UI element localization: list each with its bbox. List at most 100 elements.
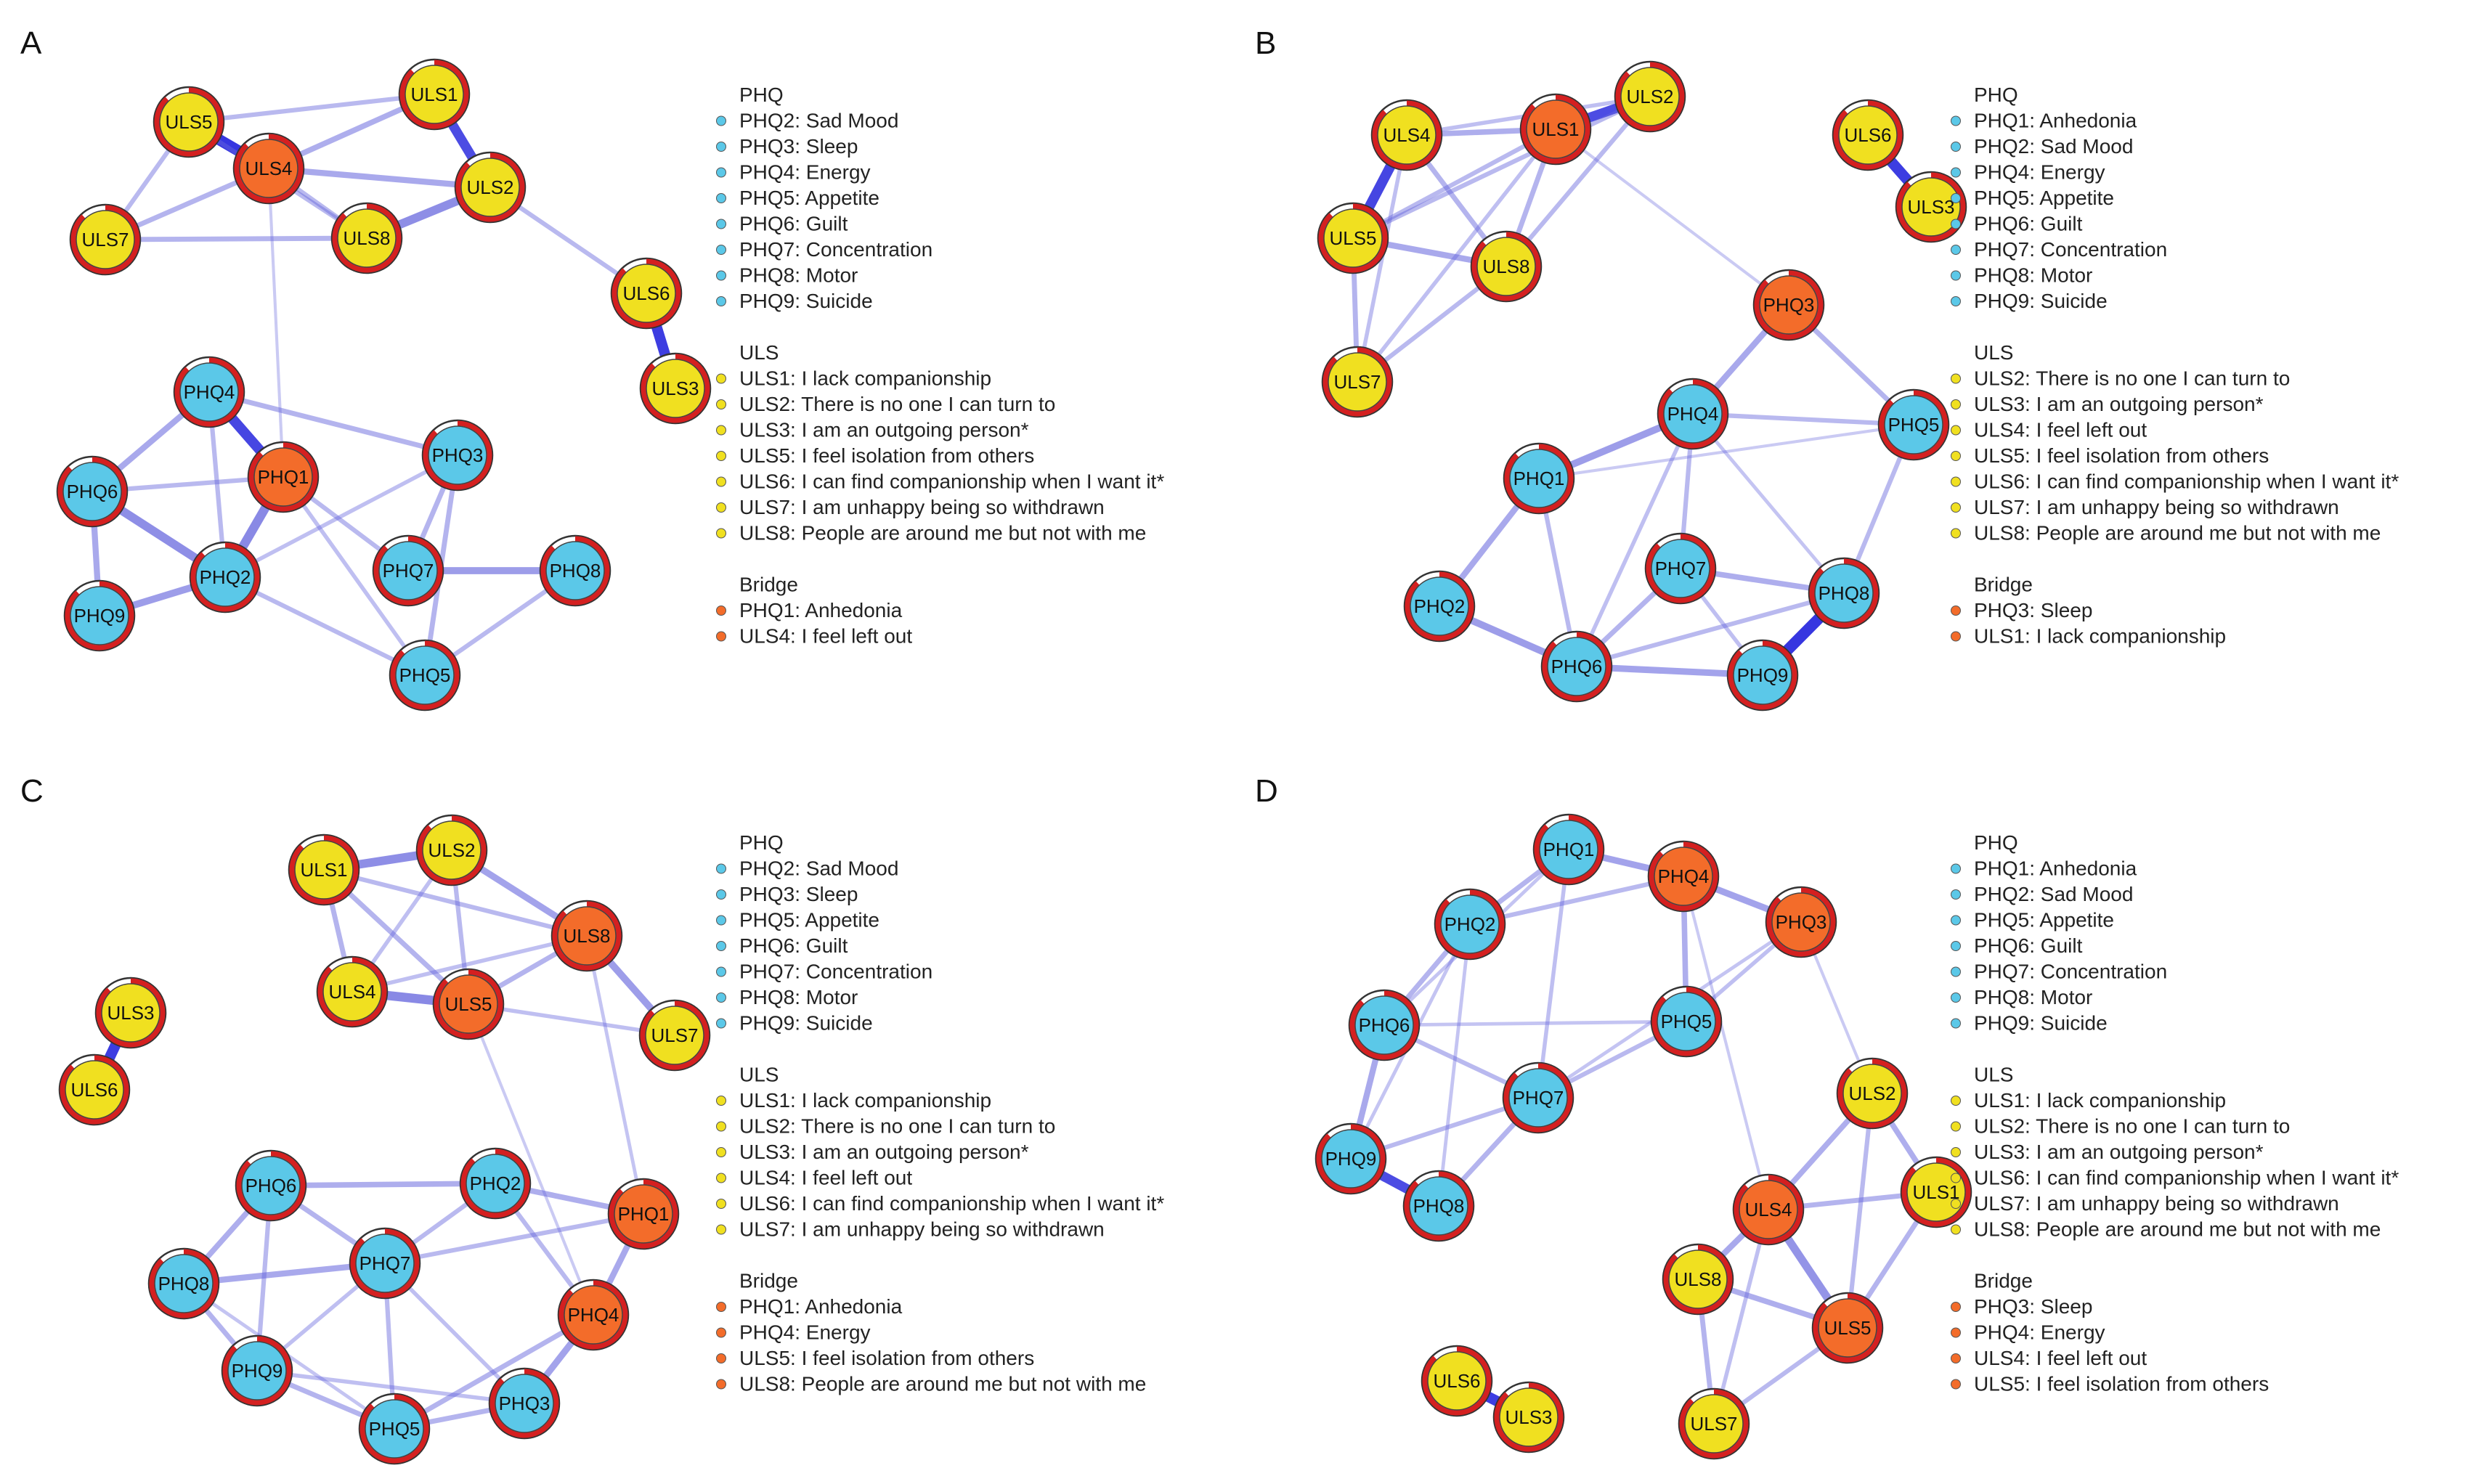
node-label: ULS8 — [343, 227, 390, 249]
node-predictability-arc — [1422, 1346, 1492, 1416]
legend-item: PHQ7: Concentration — [739, 238, 932, 261]
node-label: ULS1 — [1532, 118, 1579, 140]
legend-item: PHQ2: Sad Mood — [1974, 883, 2133, 905]
node-PHQ2: PHQ2 — [1403, 570, 1476, 643]
legend-swatch — [716, 1147, 726, 1157]
node-fill — [1499, 1387, 1559, 1447]
panel-letter: A — [20, 25, 42, 61]
legend-item: ULS3: I am an outgoing person* — [1974, 393, 2264, 415]
node-fill — [1733, 645, 1792, 705]
node-PHQ7: PHQ7 — [1502, 1061, 1574, 1134]
node-label: ULS6 — [622, 282, 670, 304]
node-ULS2: ULS2 — [415, 814, 488, 886]
node-fill — [62, 462, 122, 521]
legend-swatch — [1951, 915, 1961, 926]
node-predictability-arc — [174, 357, 244, 427]
node-label: ULS7 — [1690, 1413, 1737, 1435]
edge-PHQ6-PHQ5 — [1382, 1019, 1689, 1027]
legend-item: ULS2: There is no one I can turn to — [1974, 367, 2290, 390]
node-fill — [646, 359, 705, 418]
node-fill — [614, 1184, 673, 1244]
legend-item: ULS6: I can find companionship when I wa… — [1974, 1167, 2399, 1189]
node-label: PHQ9 — [1325, 1148, 1377, 1170]
node-predictability-arc — [1316, 1124, 1386, 1194]
node-label: PHQ6 — [245, 1175, 297, 1196]
legend-item: PHQ1: Anhedonia — [739, 599, 903, 621]
legend-item: PHQ5: Appetite — [1974, 187, 2114, 209]
node-predictability-arc — [1435, 889, 1505, 959]
node-predictability-arc — [65, 581, 134, 651]
edge-ULS4-ULS8 — [350, 934, 589, 994]
legend-swatch — [716, 142, 726, 152]
node-PHQ6: PHQ6 — [235, 1149, 307, 1222]
node-fill — [154, 1254, 214, 1313]
node-label: PHQ8 — [1413, 1195, 1465, 1217]
legend-swatch — [1951, 115, 1961, 126]
legend-swatch — [1951, 528, 1961, 539]
legend-swatch — [1951, 1327, 1961, 1338]
node-fill — [557, 906, 617, 966]
node-label: ULS1 — [1912, 1181, 1959, 1203]
node-fill — [1654, 847, 1713, 906]
node-label: PHQ5 — [1661, 1011, 1712, 1032]
nodes: ULS5ULS1ULS4ULS2ULS8ULS7ULS6ULS3PHQ4PHQ6… — [56, 58, 712, 712]
node-label: ULS6 — [1433, 1370, 1480, 1392]
legend-swatch — [1951, 631, 1961, 642]
legend-item: PHQ1: Anhedonia — [1974, 110, 2137, 132]
legend-swatch — [716, 1327, 726, 1338]
legend-group-title: ULS — [1974, 341, 2013, 364]
node-PHQ1: PHQ1 — [607, 1178, 680, 1250]
legend-swatch — [716, 915, 726, 926]
node-predictability-arc — [609, 1179, 678, 1249]
edge-PHQ6-PHQ2 — [268, 1181, 498, 1189]
legend-swatch — [1951, 1018, 1961, 1029]
legend-item: PHQ6: Guilt — [739, 213, 848, 235]
node-PHQ6: PHQ6 — [1348, 989, 1421, 1061]
edge-PHQ2-PHQ8 — [1437, 922, 1472, 1208]
node-fill — [1901, 177, 1961, 237]
node-ULS4: ULS4 — [1732, 1173, 1805, 1246]
node-fill — [1354, 995, 1414, 1055]
legend-swatch — [1951, 1353, 1961, 1363]
node-predictability-arc — [1833, 100, 1903, 170]
node-predictability-arc — [423, 420, 492, 490]
node-predictability-arc — [640, 1000, 710, 1070]
node-fill — [428, 425, 487, 485]
node-fill — [101, 983, 160, 1043]
node-predictability-arc — [1809, 558, 1879, 628]
node-fill — [645, 1006, 704, 1065]
edge-PHQ2-PHQ5 — [222, 574, 428, 678]
edge-ULS8-ULS2 — [1503, 94, 1653, 269]
node-fill — [1440, 894, 1500, 954]
node-label: PHQ5 — [369, 1418, 420, 1440]
edge-PHQ4-PHQ3 — [206, 389, 460, 458]
node-label: PHQ1 — [1543, 839, 1595, 860]
node-ULS7: ULS7 — [69, 203, 142, 276]
node-predictability-arc — [317, 957, 387, 1027]
node-predictability-arc — [234, 134, 304, 203]
node-ULS1: ULS1 — [1900, 1156, 1972, 1228]
legend-swatch — [1951, 425, 1961, 436]
legend-swatch — [716, 889, 726, 900]
edge-ULS5-ULS1 — [186, 91, 437, 125]
edge-ULS5-PHQ4 — [466, 1002, 596, 1317]
legend-group-title: ULS — [739, 1064, 779, 1086]
node-predictability-arc — [359, 1394, 429, 1464]
node-PHQ5: PHQ5 — [358, 1393, 431, 1465]
legend-swatch — [1951, 1173, 1961, 1183]
legend-swatch — [716, 399, 726, 409]
legend-group-title: Bridge — [1974, 574, 2033, 596]
legend-swatch — [1951, 142, 1961, 152]
legend-item: ULS3: I am an outgoing person* — [1974, 1141, 2264, 1163]
legend-item: ULS6: I can find companionship when I wa… — [739, 470, 1164, 493]
node-fill — [195, 547, 255, 607]
node-predictability-arc — [154, 87, 224, 157]
node-predictability-arc — [1503, 1063, 1573, 1133]
legend-group-title: Bridge — [1974, 1270, 2033, 1292]
node-fill — [294, 840, 354, 900]
node-predictability-arc — [558, 1280, 628, 1350]
edge-ULS4-ULS7 — [1712, 1207, 1771, 1426]
